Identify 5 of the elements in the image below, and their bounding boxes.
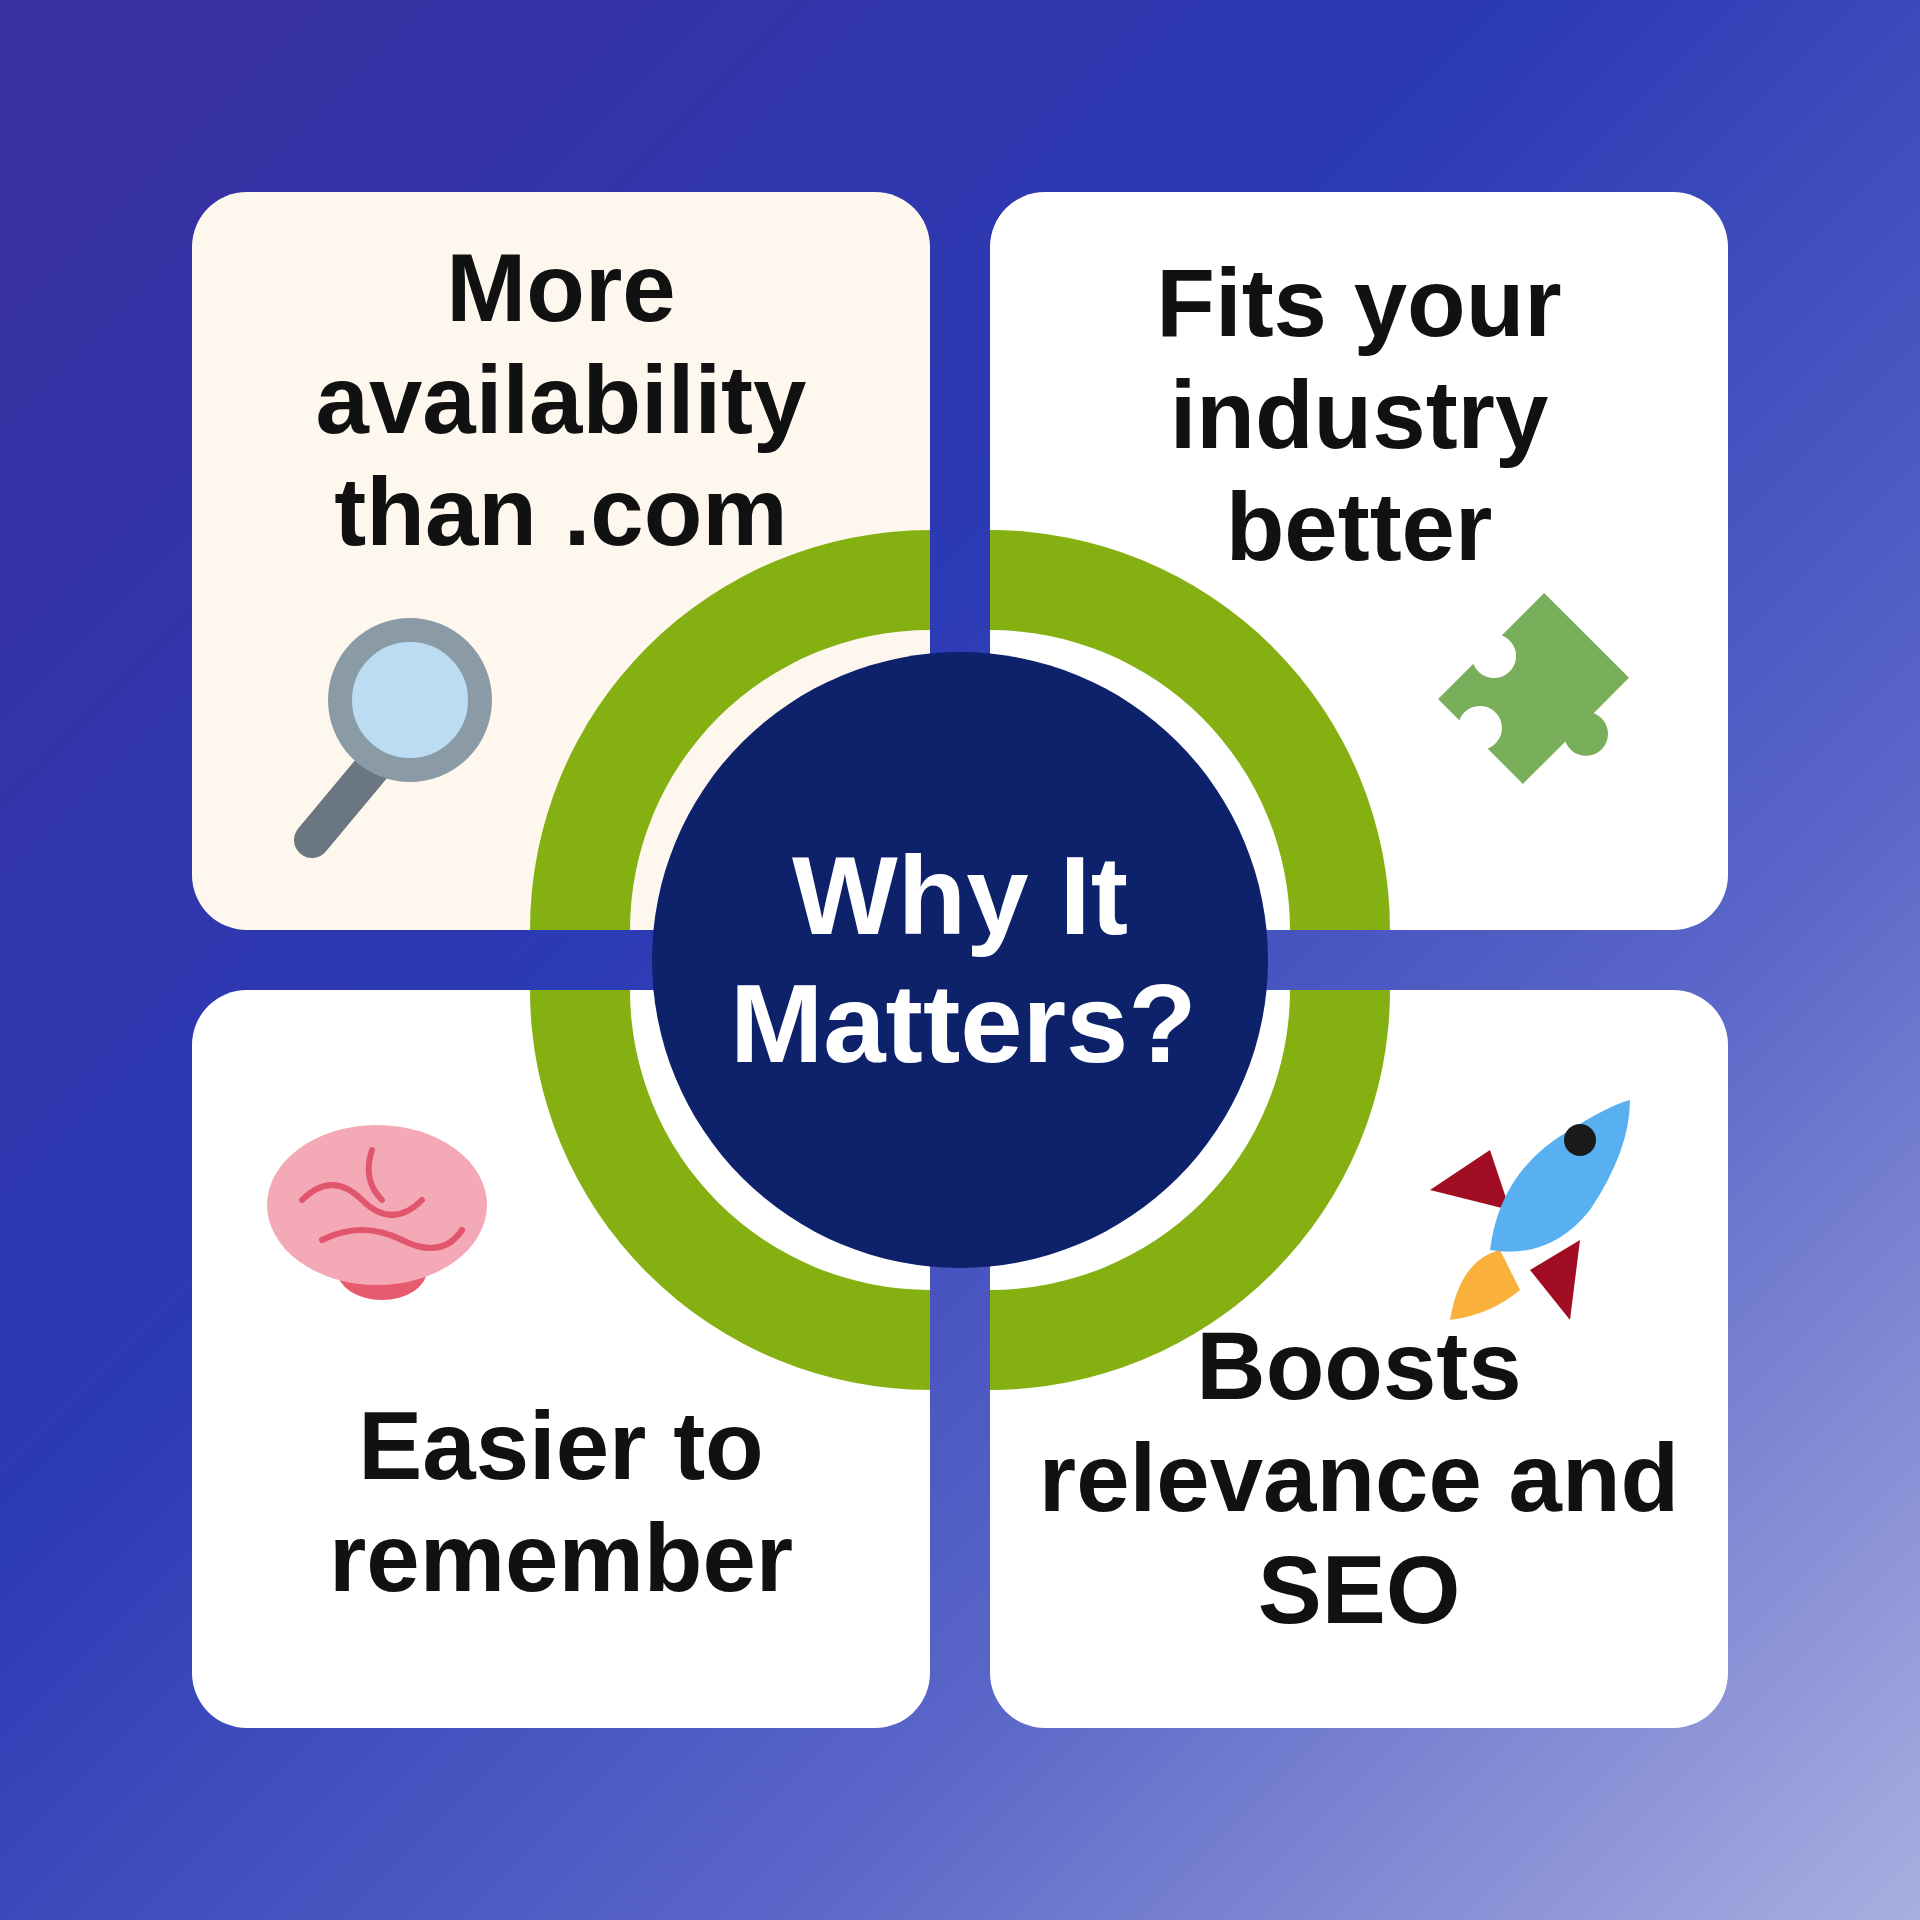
card-heading: Boosts relevance and SEO bbox=[1037, 1311, 1681, 1645]
card-heading: Easier to remember bbox=[327, 1391, 795, 1613]
card-heading: Fits your industry better bbox=[1155, 248, 1563, 582]
center-heading: Why It Matters? bbox=[730, 832, 1190, 1088]
card-heading: More availability than .com bbox=[314, 233, 808, 567]
